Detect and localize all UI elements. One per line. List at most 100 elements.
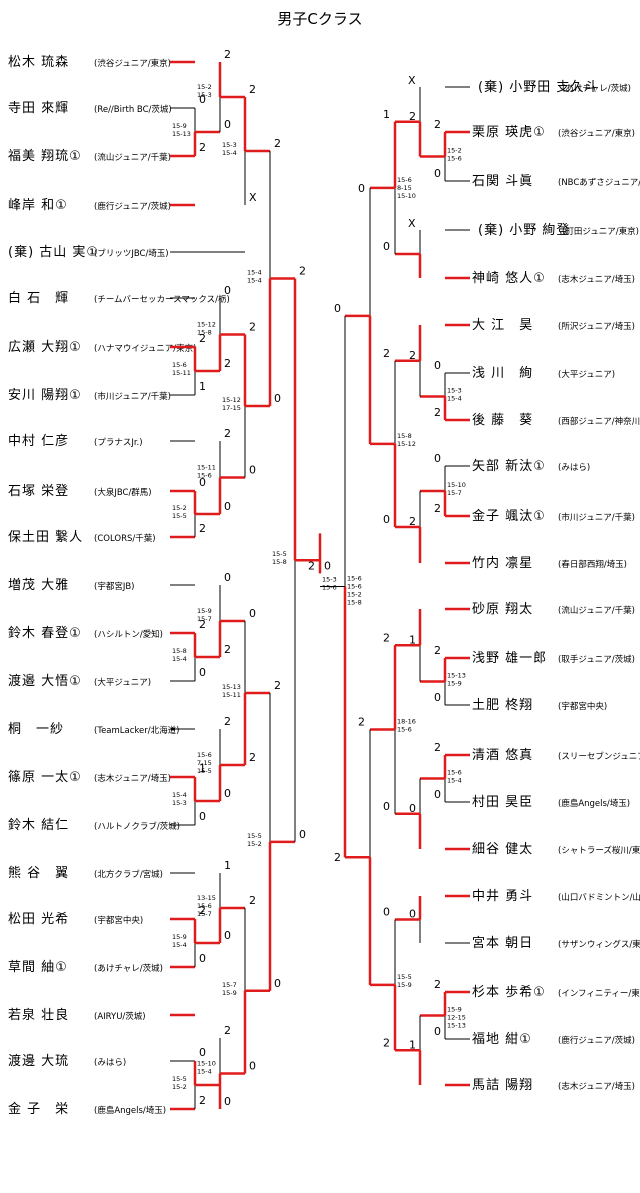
right-player-team: (大平ジュニア) — [558, 369, 615, 380]
left-r2-score: 2 — [224, 1024, 231, 1037]
right-r2-score: 2 — [409, 110, 416, 123]
left-player-name: 増茂 大雅 — [8, 578, 69, 593]
left-r1-score: 2 — [199, 1094, 206, 1107]
right-player-team: (インフィニティー/東京) — [558, 988, 640, 999]
left-r3-match-score: 15-3 — [222, 141, 237, 149]
left-player-name: 白 石 輝 — [8, 290, 69, 306]
right-player-team: (流山ジュニア/千葉) — [558, 605, 635, 616]
left-player-team: (Re//Birth BC/茨城) — [94, 104, 172, 115]
left-r2-match-score: 15-6 — [197, 472, 212, 480]
final-right-score: 0 — [324, 559, 331, 572]
right-player-name: 矢部 新汰① — [472, 458, 546, 474]
right-r1-score: 0 — [434, 691, 441, 704]
left-r2-match-score: 15-7 — [197, 910, 212, 918]
right-player-team: (町田ジュニア/東京) — [562, 226, 639, 237]
left-r3-score: 2 — [249, 751, 256, 764]
right-player-team: (渋谷ジュニア/東京) — [558, 128, 635, 139]
right-r1-score: 0 — [434, 452, 441, 465]
left-r3-match-score: 15-7 — [222, 981, 237, 989]
left-r1-match-score: 15-8 — [172, 647, 187, 655]
left-player-team: (流山ジュニア/千葉) — [94, 152, 171, 163]
left-r1-match-score: 15-5 — [172, 512, 187, 520]
right-semi-match-score: 15-6 — [347, 575, 362, 583]
left-r2-score: 0 — [224, 571, 231, 584]
left-player-team: (渋谷ジュニア/東京) — [94, 58, 171, 69]
right-player-team: (鹿島Angels/埼玉) — [558, 798, 630, 809]
left-r2-score: 0 — [224, 787, 231, 800]
right-r1-match-score: 12-15 — [447, 1014, 466, 1022]
right-player-team: (スリーセブンジュニア/千葉) — [558, 751, 640, 762]
left-r4-match-score: 15-5 — [247, 832, 262, 840]
left-r3-match-score: 15-13 — [222, 683, 241, 691]
left-player-team: (チームバーセッカースマックス/栃) — [94, 294, 230, 305]
right-r1-match-score: 15-13 — [447, 672, 466, 680]
left-player-name: 松田 光希 — [8, 912, 69, 927]
right-r1-score: 2 — [434, 502, 441, 515]
left-player-name: 鈴木 結仁 — [8, 818, 69, 833]
right-player-team: (志木ジュニア/埼玉) — [558, 1081, 635, 1092]
left-r1-score: 0 — [199, 952, 206, 965]
right-player-name: 竹内 凛星 — [472, 555, 533, 571]
right-r1-match-score: 15-4 — [447, 395, 462, 403]
right-r3-score: 0 — [383, 906, 390, 919]
left-r1-match-score: 15-9 — [172, 122, 187, 130]
right-player-name: (棄) 小野 絢登 — [478, 223, 570, 238]
left-player-name: 石塚 栄登 — [8, 484, 69, 499]
right-semi-top-score: 0 — [334, 302, 341, 315]
right-r2-score: 2 — [409, 349, 416, 362]
right-player-name: 村田 昊臣 — [472, 795, 533, 810]
right-r3-match-score: 18-16 — [397, 718, 416, 726]
left-r3-score: 2 — [249, 894, 256, 907]
left-player-team: (AIRYU/茨城) — [94, 1011, 146, 1022]
right-r1-match-score: 15-13 — [447, 1022, 466, 1030]
right-r3-match-score: 15-9 — [397, 981, 412, 989]
right-withdraw-mark: X — [408, 74, 416, 87]
right-r1-match-score: 15-3 — [447, 387, 462, 395]
left-r1-match-score: 15-4 — [172, 655, 187, 663]
left-r4-score: 2 — [274, 137, 281, 150]
right-player-name: 金子 颯汰① — [472, 508, 546, 524]
left-player-team: (志木ジュニア/埼玉) — [94, 773, 171, 784]
left-r1-score: 1 — [199, 762, 206, 775]
right-r1-match-score: 15-9 — [447, 1006, 462, 1014]
right-player-team: (サザンウィングス/東京) — [558, 939, 640, 950]
right-player-name: 杉本 歩希① — [472, 985, 546, 1000]
left-player-name: 若泉 壮良 — [8, 1007, 69, 1023]
left-r1-score: 2 — [199, 332, 206, 345]
left-r2-score: 2 — [224, 48, 231, 61]
left-r4-match-score: 15-2 — [247, 840, 262, 848]
right-player-name: 細谷 健太 — [472, 842, 533, 857]
left-r4-score: 2 — [274, 679, 281, 692]
right-player-name: 土肥 柊翔 — [472, 697, 533, 713]
left-r3-score: 0 — [249, 1060, 256, 1073]
left-r2-score: 1 — [224, 859, 231, 872]
right-player-name: (棄) 小野田 支久斗 — [478, 80, 598, 95]
left-player-name: 安川 陽翔① — [8, 388, 82, 403]
right-player-name: 砂原 翔太 — [472, 602, 533, 617]
left-r2-match-score: 15-9 — [197, 607, 212, 615]
right-r3-match-score: 15-6 — [397, 726, 412, 734]
left-r2-match-score: 15-8 — [197, 329, 212, 337]
right-r1-match-score: 15-10 — [447, 481, 466, 489]
right-semi-score: 0 — [358, 182, 365, 195]
left-r3-score: 2 — [249, 83, 256, 96]
left-player-name: 寺田 來輝 — [8, 101, 69, 116]
left-r1-score: 0 — [199, 666, 206, 679]
right-semi-bot-score: 2 — [334, 851, 341, 864]
left-r1-match-score: 15-11 — [172, 369, 191, 377]
right-player-team: (春日部西翔/埼玉) — [558, 559, 627, 570]
left-r2-match-score: 15-3 — [197, 91, 212, 99]
final-left-score: 2 — [308, 559, 315, 572]
left-player-name: 金 子 栄 — [8, 1101, 69, 1117]
left-r1-score: 2 — [199, 522, 206, 535]
left-player-name: 篠原 一太① — [8, 770, 82, 785]
right-r3-score: 1 — [383, 108, 390, 121]
right-r2-score: 1 — [409, 633, 416, 646]
right-r1-score: 2 — [434, 406, 441, 419]
left-r4-match-score: 15-4 — [247, 277, 262, 285]
left-player-name: (棄) 古山 実① — [8, 244, 99, 260]
left-r1-match-score: 15-4 — [172, 791, 187, 799]
right-player-name: 清酒 悠真 — [472, 748, 533, 763]
left-r1-score: 0 — [199, 810, 206, 823]
left-player-team: (鹿島Angels/埼玉) — [94, 1105, 166, 1116]
